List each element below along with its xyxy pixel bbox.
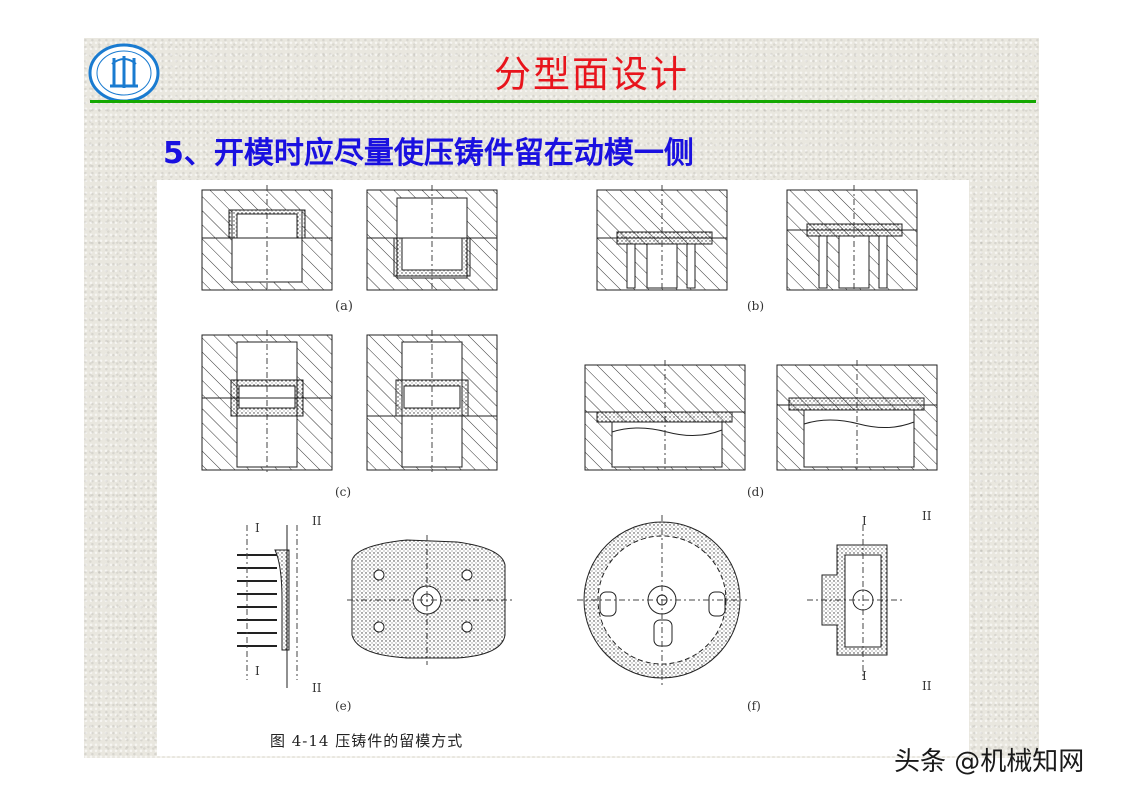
section-mark-I-bottom-e: I: [255, 664, 260, 678]
diagram-b-left: [596, 185, 728, 292]
mold-diagrams: (a) (b): [201, 185, 938, 713]
section-mark-II-top-e: II: [312, 514, 322, 528]
page-title: 分型面设计: [494, 53, 689, 96]
section-mark-I-top-e: I: [255, 521, 260, 535]
diagram-e-front: [347, 535, 512, 665]
label-c: (c): [335, 485, 351, 499]
diagram-b-right: [786, 185, 918, 292]
label-f: (f): [747, 699, 761, 713]
diagram-c-right: [366, 330, 498, 472]
label-e: (e): [335, 699, 351, 713]
diagram-d-left: [584, 360, 746, 472]
diagram-e-side: [237, 525, 298, 688]
diagram-f-side: [807, 525, 902, 680]
section-mark-I-bottom-f: I: [862, 669, 867, 683]
section-mark-II-bottom-f: II: [922, 679, 932, 693]
section-mark-II-top-f: II: [922, 509, 932, 523]
watermark-text: 头条 @机械知网: [894, 747, 1085, 777]
figure-caption: 图 4-14 压铸件的留模方式: [270, 732, 464, 750]
label-b: (b): [747, 299, 764, 313]
title-divider: [90, 100, 1036, 103]
section-heading: 5、开模时应尽量使压铸件留在动模一侧: [163, 136, 694, 171]
label-d: (d): [747, 485, 764, 499]
diagram-c-left: [201, 330, 333, 472]
section-mark-II-bottom-e: II: [312, 681, 322, 695]
label-a: (a): [335, 299, 353, 314]
university-seal-icon: [88, 43, 160, 103]
diagram-a-left: [201, 185, 333, 292]
diagram-f-front: [577, 515, 747, 685]
diagram-a-right: [366, 185, 498, 292]
diagram-d-right: [776, 360, 938, 472]
section-mark-I-top-f: I: [862, 514, 867, 528]
die-casting-figure: (a) (b): [157, 180, 969, 756]
